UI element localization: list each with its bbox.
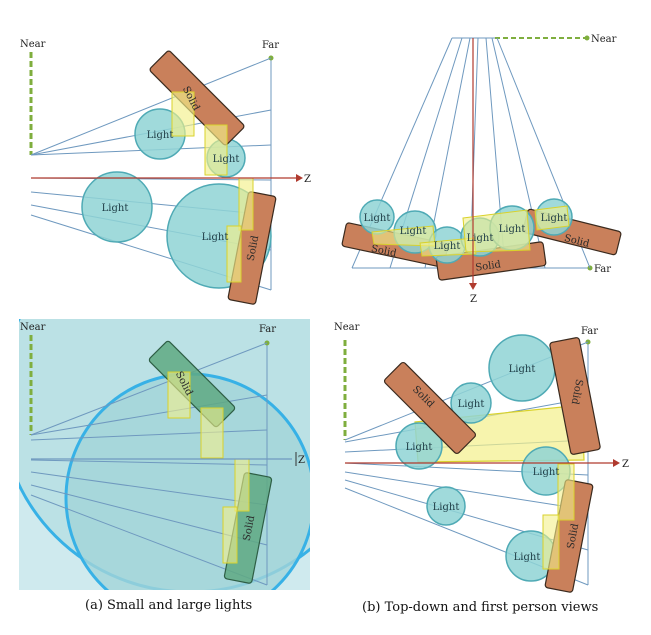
light-label: Light	[467, 233, 494, 244]
panel-top-right: Near Far Z Light Light Light Light Light…	[341, 34, 622, 305]
light-circle	[426, 486, 466, 526]
solid-label: Solid	[246, 234, 262, 262]
caption-b: (b) Top-down and first person views	[362, 600, 599, 615]
light-label: Light	[433, 502, 460, 513]
light-label: Light	[434, 241, 461, 252]
light-label: Light	[213, 154, 240, 165]
z-label: Z	[622, 459, 629, 470]
far-label: Far	[594, 264, 611, 275]
z-label: Z	[298, 455, 305, 466]
light-label: Light	[533, 467, 560, 478]
solid-label: Solid	[242, 514, 258, 542]
solid-box	[383, 361, 477, 455]
light-circle	[81, 171, 153, 243]
solid-label: Solid	[475, 259, 503, 274]
light-label: Light	[202, 232, 229, 243]
light-label: Light	[458, 399, 485, 410]
highlight-regions	[371, 205, 570, 257]
light-label: Light	[541, 213, 568, 224]
light-label: Light	[509, 364, 536, 375]
light-circle	[450, 382, 492, 424]
z-axis-arrow	[613, 459, 620, 467]
light-label: Light	[364, 213, 391, 224]
z-axis-arrow	[469, 283, 477, 290]
solid-label: Solid	[370, 243, 398, 259]
near-label: Near	[20, 39, 46, 50]
z-label: Z	[304, 174, 311, 185]
z-axis-arrow	[296, 174, 303, 182]
light-label: Light	[147, 130, 174, 141]
z-label: Z	[470, 294, 477, 305]
near-label: Near	[334, 322, 360, 333]
highlight-regions	[171, 91, 254, 283]
far-label: Far	[259, 324, 276, 335]
light-label: Light	[406, 442, 433, 453]
panel-bottom-left: Near Far Z Solid Solid	[19, 319, 310, 590]
near-marker	[584, 35, 590, 41]
far-label: Far	[581, 326, 598, 337]
panel-top-left: Near Far Z Light Light Light Light Solid…	[20, 39, 311, 305]
solid-label: Solid	[566, 522, 582, 550]
highlight-regions	[542, 463, 575, 570]
light-label: Light	[400, 226, 427, 237]
near-label: Near	[591, 34, 617, 45]
highlight-regions	[167, 371, 250, 564]
near-label: Near	[20, 322, 46, 333]
light-label: Light	[102, 203, 129, 214]
far-label: Far	[262, 40, 279, 51]
solid-label: Solid	[569, 378, 585, 406]
light-label: Light	[499, 224, 526, 235]
light-label: Light	[514, 552, 541, 563]
panel-bottom-right: Near Far Z Light Light Light Light Light…	[334, 322, 629, 593]
caption-a: (a) Small and large lights	[85, 598, 253, 613]
solid-box	[549, 337, 601, 455]
light-circle	[395, 422, 443, 470]
